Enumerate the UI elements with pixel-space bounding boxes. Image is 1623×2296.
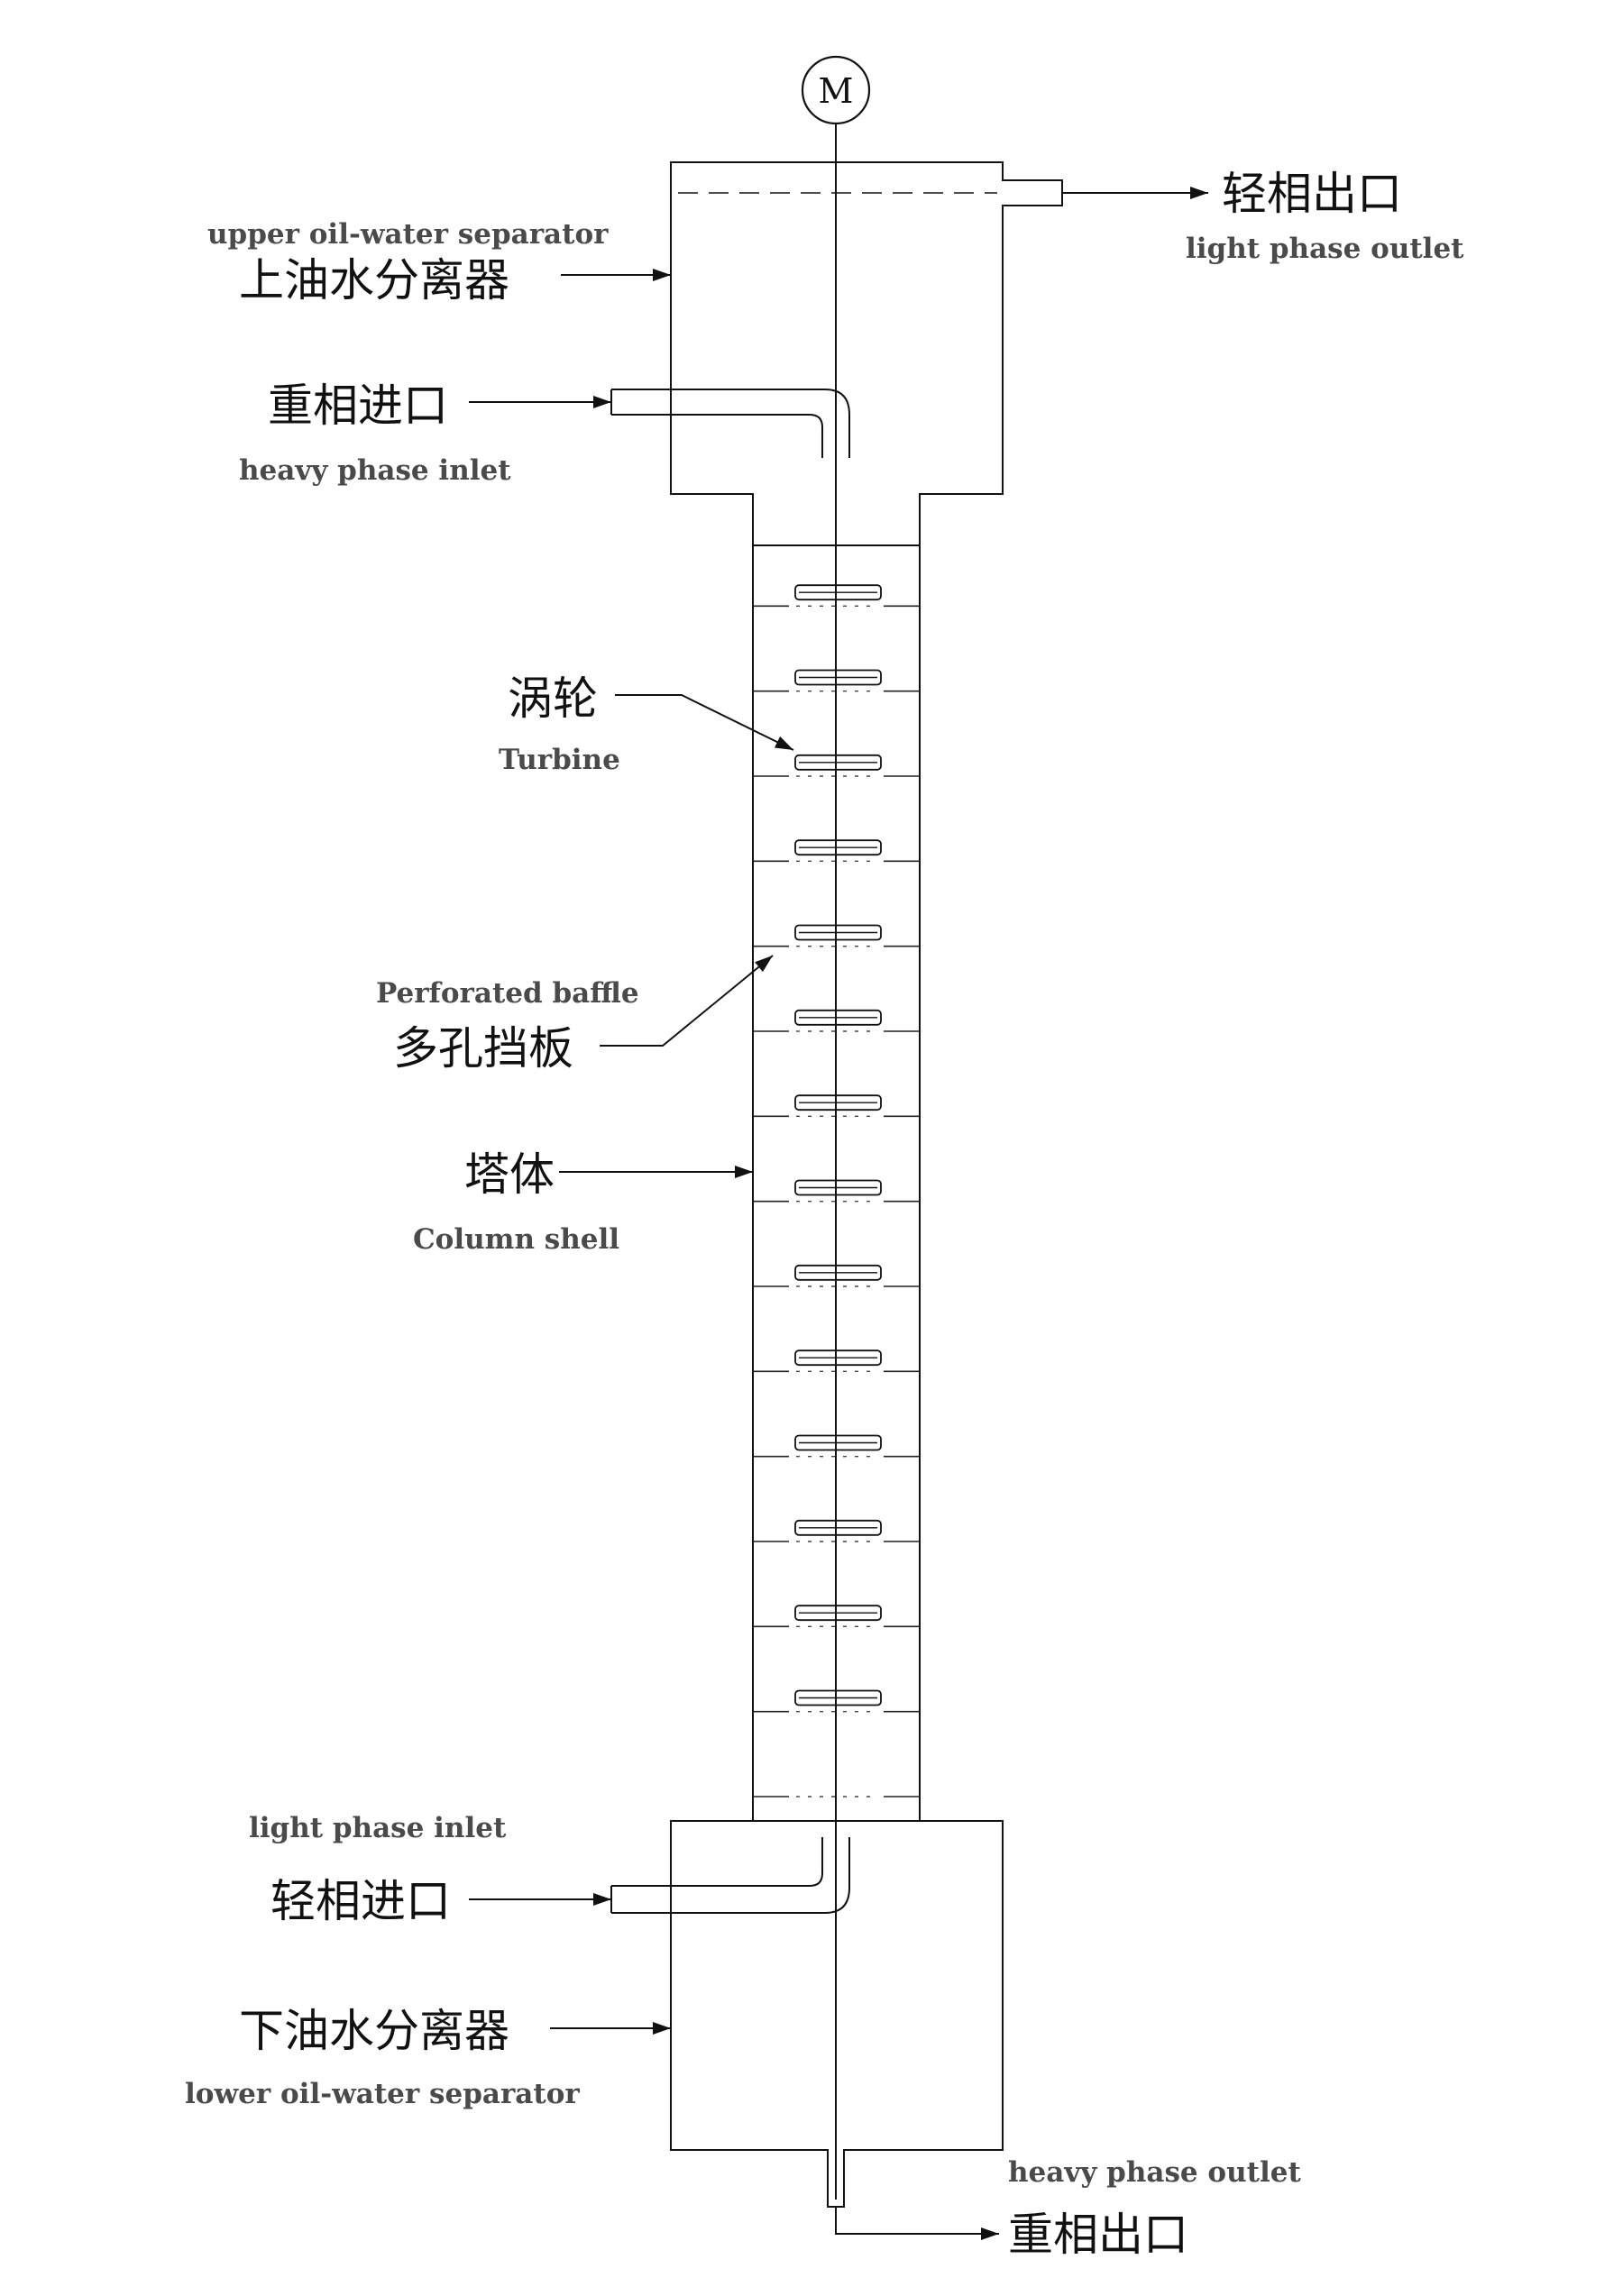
column-shell-en: Column shell (413, 1223, 619, 1256)
heavy-phase-inlet-zh: 重相进口 (268, 380, 448, 432)
label-light-phase-outlet: 轻相出口 light phase outlet (1186, 168, 1464, 265)
lower-separator-en: lower oil-water separator (185, 2078, 580, 2110)
label-heavy-phase-outlet: heavy phase outlet 重相出口 (1008, 2156, 1301, 2261)
light-phase-inlet-pipe (610, 1837, 850, 1914)
lower-separator-zh: 下油水分离器 (239, 2005, 509, 2057)
upper-separator-en: upper oil-water separator (207, 218, 609, 251)
label-column-shell: 塔体 Column shell (413, 1148, 619, 1256)
upper-oil-water-separator (670, 161, 1063, 546)
label-upper-separator: upper oil-water separator 上油水分离器 (207, 218, 609, 306)
light-phase-inlet-en: light phase inlet (249, 1812, 507, 1844)
label-light-phase-inlet: light phase inlet 轻相进口 (249, 1812, 507, 1927)
heavy-phase-outlet-en: heavy phase outlet (1008, 2156, 1301, 2189)
perforated-baffle-en: Perforated baffle (376, 977, 639, 1010)
label-turbine: 涡轮 Turbine (499, 672, 620, 776)
perforated-baffle-zh: 多孔挡板 (393, 1022, 573, 1075)
heavy-phase-inlet-en: heavy phase inlet (239, 454, 511, 487)
light-phase-inlet-zh: 轻相进口 (270, 1875, 451, 1927)
label-heavy-phase-inlet: 重相进口 heavy phase inlet (239, 380, 511, 487)
turbine-zh: 涡轮 (508, 672, 598, 725)
motor: M (801, 55, 871, 125)
heavy-phase-outlet-arrow (835, 2207, 999, 2240)
upper-separator-zh: 上油水分离器 (239, 254, 509, 306)
light-phase-outlet-zh: 轻相出口 (1222, 168, 1402, 220)
turbine-pointer (615, 694, 794, 751)
heavy-phase-inlet-pipe (610, 389, 850, 458)
column-shell-zh: 塔体 (464, 1148, 555, 1201)
baffle-pointer (600, 955, 774, 1047)
turbine-en: Turbine (499, 744, 620, 776)
light-phase-outlet-en: light phase outlet (1186, 233, 1464, 265)
motor-label: M (819, 71, 854, 111)
label-lower-separator: 下油水分离器 lower oil-water separator (185, 2005, 580, 2110)
column-stages (753, 545, 920, 1821)
label-perforated-baffle: Perforated baffle 多孔挡板 (376, 977, 639, 1075)
heavy-phase-outlet-zh: 重相出口 (1008, 2209, 1188, 2261)
